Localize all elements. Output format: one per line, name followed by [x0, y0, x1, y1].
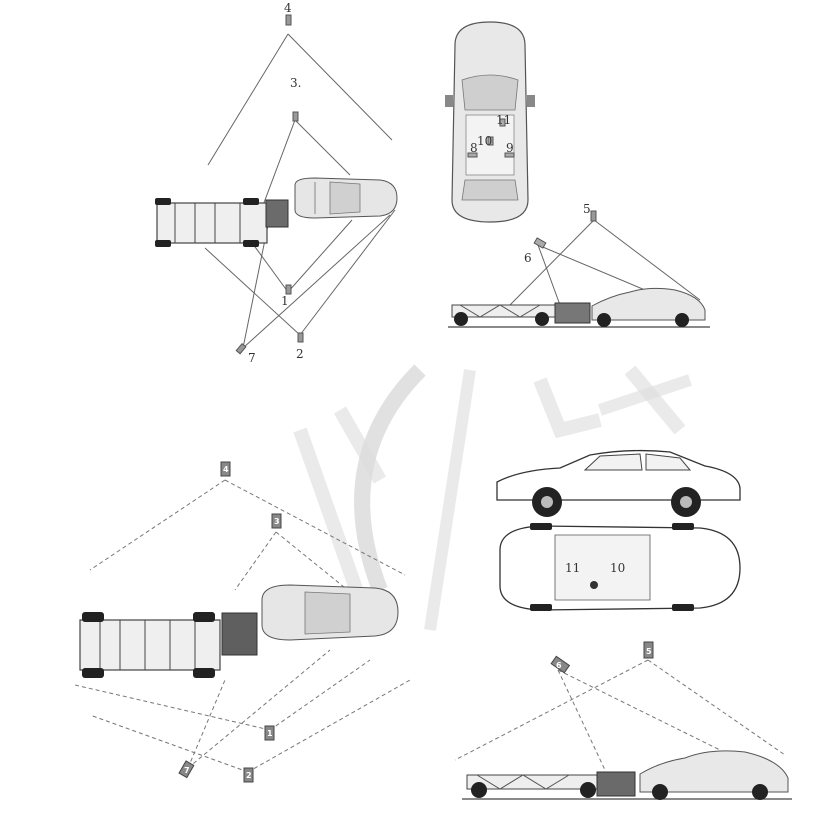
- panel-bottom-right: 11 10 5 6: [454, 449, 792, 800]
- camera-5-icon: [643, 641, 654, 659]
- target-car-side-view-br: [639, 750, 789, 800]
- cameras-bottom-left: [178, 461, 282, 783]
- label-cam4: 4: [284, 1, 292, 15]
- camera-6-icon: [533, 237, 547, 249]
- camera-11-icon: [499, 118, 506, 127]
- sight-lines-top-right: [509, 219, 701, 306]
- camera-2-icon: [243, 767, 254, 783]
- sight-lines-bottom-right: [454, 659, 786, 771]
- test-rig-side-view: [451, 237, 591, 326]
- test-rig-chassis: [155, 198, 289, 247]
- label-cam7: 7: [248, 351, 256, 365]
- label-cam3: 3: [274, 517, 280, 526]
- label-cam1: 1: [281, 294, 289, 308]
- camera-6-icon: [550, 655, 571, 674]
- panel-bottom-left: 4 3 1 2 7: [74, 461, 411, 783]
- label-cam6: 6: [556, 661, 562, 670]
- label-cam4: 4: [223, 465, 229, 474]
- sight-lines-bottom-left: [74, 479, 411, 773]
- camera-4-icon: [285, 14, 292, 26]
- panel-top-right: 11 10 8 9 5 6: [445, 21, 710, 328]
- label-cam6: 6: [524, 251, 532, 265]
- car-interior-top-view: [445, 21, 535, 223]
- camera-9-icon: [504, 152, 515, 158]
- label-cam1: 1: [267, 729, 273, 738]
- camera-10-icon: [487, 136, 494, 146]
- camera-4-icon: [220, 461, 231, 477]
- label-cam8: 8: [470, 141, 478, 155]
- camera-7-icon: [178, 760, 195, 779]
- label-cam11: 11: [565, 561, 580, 575]
- target-car-top-view: [294, 177, 398, 219]
- label-cam2: 2: [246, 771, 252, 780]
- label-cam9: 9: [506, 141, 514, 155]
- label-cam5: 5: [646, 647, 652, 656]
- cameras-top-left: [235, 14, 304, 355]
- camera-7-icon: [235, 342, 247, 355]
- label-cam11: 11: [496, 113, 511, 127]
- camera-8-icon: [467, 152, 478, 158]
- test-rig-chassis-bl: [79, 612, 258, 678]
- label-cam10: 10: [610, 561, 625, 575]
- panel-top-left: 4 3. 1 7 2: [155, 1, 398, 365]
- test-rig-side-view-br: [466, 771, 636, 798]
- camera-1-icon: [285, 284, 292, 295]
- car-side-view-br: [496, 449, 741, 517]
- camera-3-icon: [271, 513, 282, 529]
- target-car-top-view-bl: [261, 584, 399, 641]
- camera-2-icon: [297, 332, 304, 343]
- label-cam7: 7: [184, 766, 190, 775]
- car-top-view-br: [499, 523, 741, 611]
- label-cam10: 10: [477, 134, 492, 148]
- camera-5-icon: [590, 210, 597, 222]
- target-car-side-view: [591, 287, 706, 327]
- camera-1-icon: [264, 725, 275, 741]
- watermark: [293, 364, 692, 631]
- label-cam2: 2: [296, 347, 304, 361]
- interior-cameras: [467, 118, 515, 158]
- label-cam3: 3.: [290, 76, 301, 90]
- camera-3-icon: [292, 111, 299, 122]
- label-cam5: 5: [583, 202, 591, 216]
